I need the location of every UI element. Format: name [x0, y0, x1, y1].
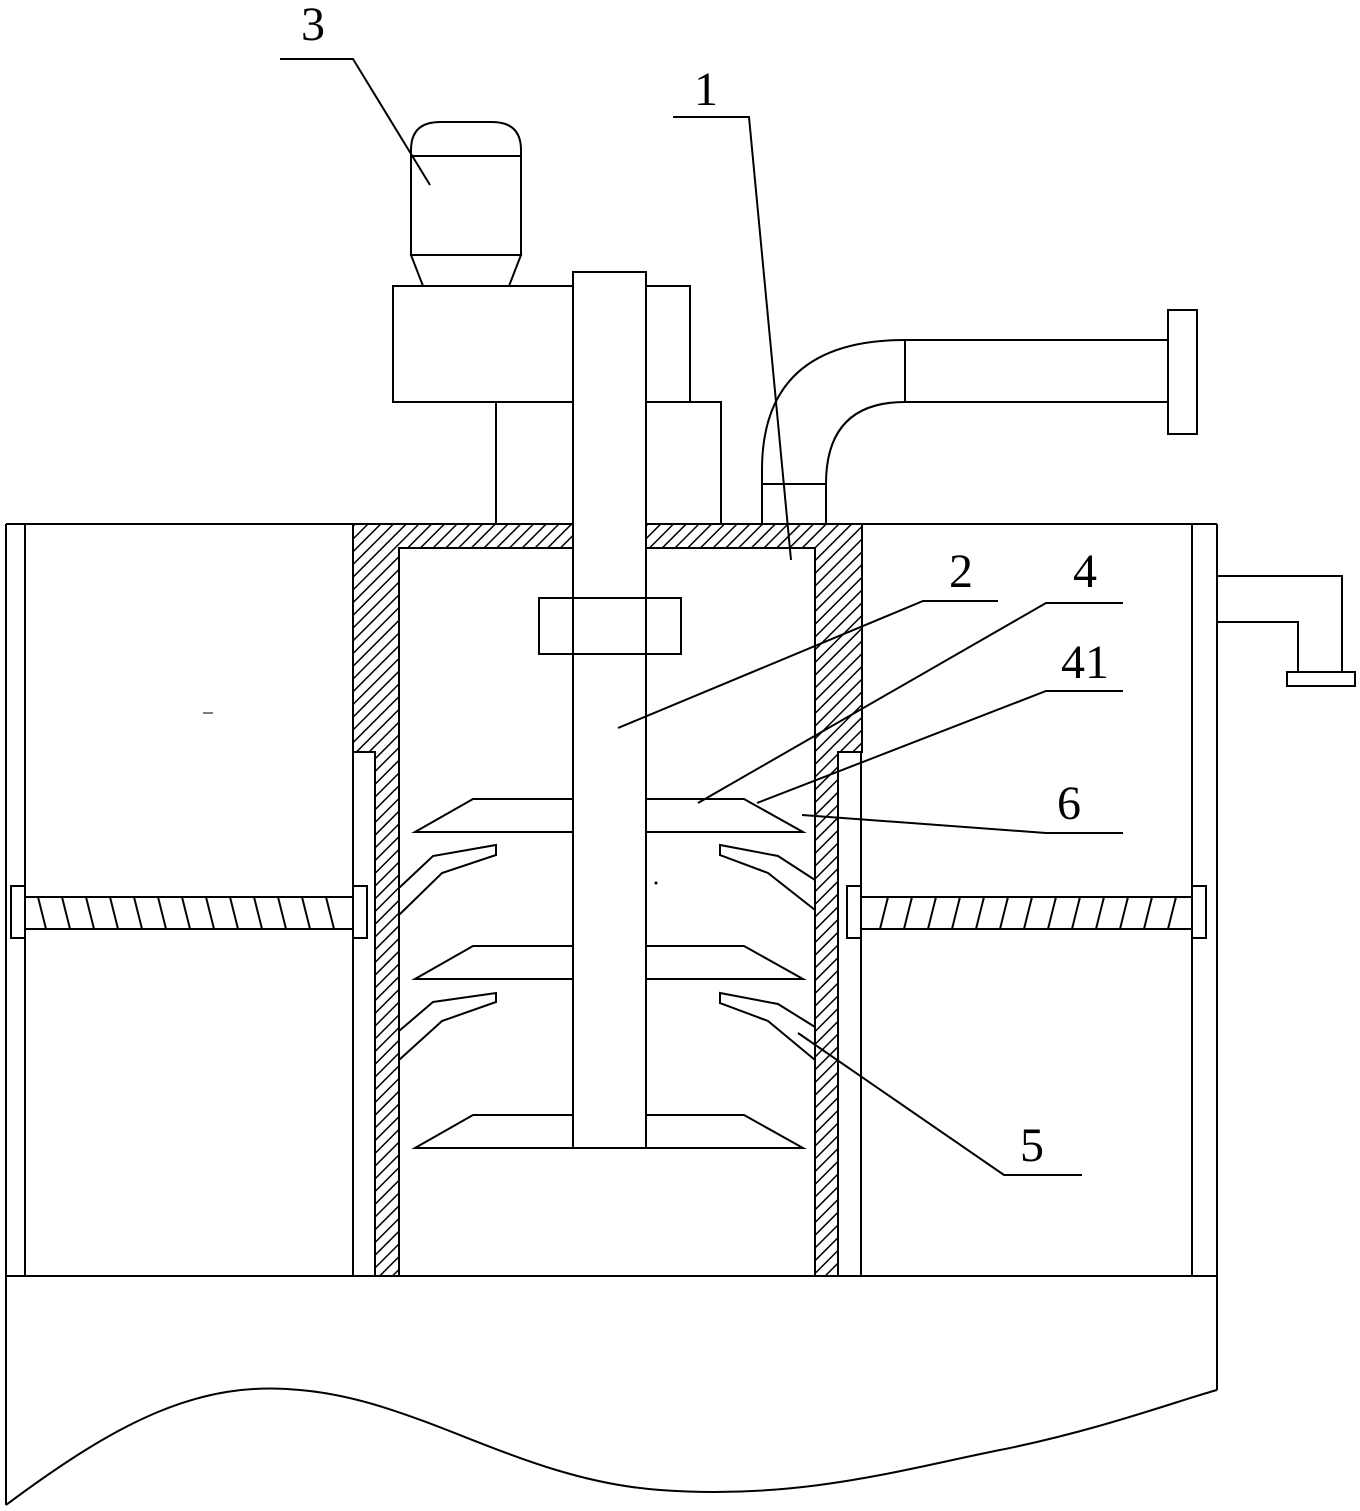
- inlet-pipe: [761, 309, 1198, 524]
- left-thread: [37, 896, 335, 930]
- left-screw-rod: [10, 885, 368, 939]
- gearbox: [392, 285, 722, 525]
- drain-pipe: [1217, 575, 1356, 687]
- break-line: [5, 1387, 1218, 1506]
- callout-4: 4: [1073, 545, 1097, 598]
- right-screw-rod: [846, 885, 1207, 939]
- left-slide-plate: [352, 751, 376, 1277]
- blade-middle: [411, 945, 807, 980]
- leader-lines: [280, 58, 1123, 1176]
- stirring-shaft: [538, 271, 682, 1149]
- stirring-blades: [411, 798, 807, 1149]
- callout-3: 3: [301, 0, 325, 51]
- wall-scrapers: [398, 843, 816, 1061]
- dot-mark: [654, 881, 658, 885]
- callout-5: 5: [1020, 1119, 1044, 1172]
- callout-6: 6: [1057, 777, 1081, 830]
- motor: [409, 121, 523, 287]
- callout-41: 41: [1061, 636, 1109, 689]
- callout-2: 2: [949, 545, 973, 598]
- right-thread: [879, 896, 1177, 930]
- blade-upper: [411, 798, 807, 833]
- blade-lower: [411, 1114, 807, 1149]
- callout-labels: 3 1 2 4 41 6 5: [301, 0, 1109, 1172]
- callout-1: 1: [694, 63, 718, 116]
- right-slide-plate: [837, 751, 862, 1277]
